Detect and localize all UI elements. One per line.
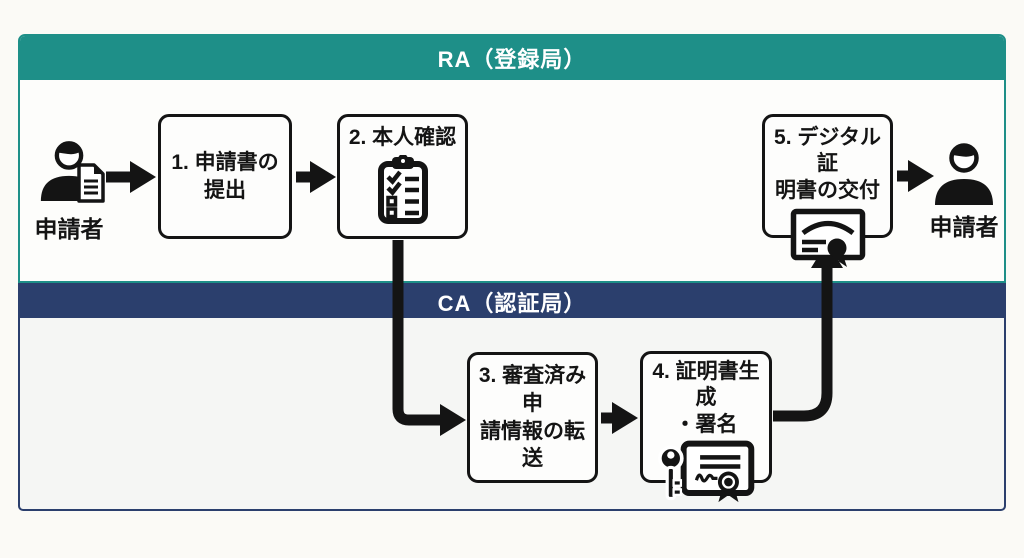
applicant-left: 申請者: [26, 138, 112, 244]
ra-lane-label: RA（登録局）: [437, 47, 587, 72]
step-1-application-submission: 1. 申請書の 提出: [158, 114, 292, 239]
step-4-label: 4. 証明書生成 ・署名: [652, 360, 760, 436]
applicant-right-label: 申請者: [929, 214, 999, 240]
step-1-label: 1. 申請書の 提出: [171, 150, 279, 202]
step-2-label: 2. 本人確認: [348, 126, 457, 149]
applicant-left-label: 申請者: [34, 216, 104, 242]
step-3-forward-vetted-info: 3. 審査済み申 請情報の転送: [467, 352, 598, 483]
applicant-right: 申請者: [922, 140, 1006, 242]
person-icon: [935, 143, 993, 205]
step-3-label: 3. 審査済み申 請情報の転送: [478, 364, 587, 471]
key-and-certificate-icon: [655, 440, 758, 511]
step-2-identity-verification: 2. 本人確認: [337, 114, 468, 239]
person-icon: [930, 140, 998, 206]
person-with-document-icon: [30, 138, 108, 208]
ca-lane-label: CA（認証局）: [437, 290, 587, 316]
ca-lane-header: CA（認証局）: [20, 285, 1004, 318]
document-icon: [77, 163, 105, 203]
step-5-digital-certificate-issuance: 5. デジタル証 明書の交付: [762, 114, 893, 267]
certificate-icon: [790, 208, 866, 275]
checklist-clipboard-icon: [377, 153, 429, 233]
ra-lane-header: RA（登録局）: [20, 36, 1004, 80]
step-4-certificate-generation-signing: 4. 証明書生成 ・署名: [640, 351, 772, 502]
step-5-label: 5. デジタル証 明書の交付: [774, 126, 881, 202]
